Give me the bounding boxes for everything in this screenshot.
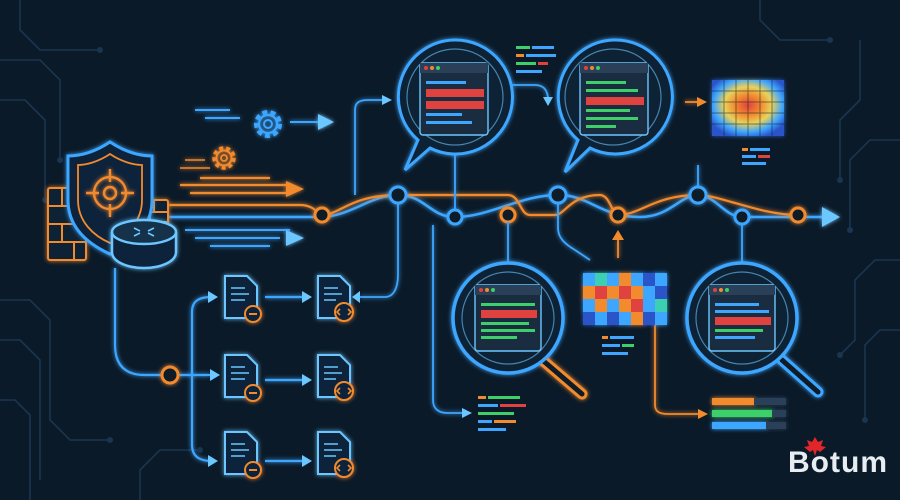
circuit-pads xyxy=(42,37,868,453)
node-orange xyxy=(499,206,517,224)
node-orange xyxy=(789,206,807,224)
pipeline-arrowhead xyxy=(822,207,840,227)
target-icon xyxy=(86,169,134,217)
connector-arrowheads xyxy=(352,95,708,419)
document-minus-icon xyxy=(224,354,262,402)
node-blue xyxy=(548,185,568,205)
router-icon xyxy=(110,218,178,270)
document-code-icon xyxy=(317,275,354,322)
branch-node xyxy=(160,365,180,385)
node-blue xyxy=(446,208,464,226)
code-snippet xyxy=(516,46,556,73)
gear-icon xyxy=(212,146,236,170)
node-orange xyxy=(609,206,627,224)
document-code-icon xyxy=(317,431,354,478)
code-window-icon xyxy=(419,62,489,136)
brand-logo: Botum xyxy=(788,446,888,479)
node-orange xyxy=(313,206,331,224)
heatmap-icon xyxy=(712,80,784,136)
code-snippet xyxy=(742,148,770,165)
code-window-icon xyxy=(579,62,649,136)
document-minus-icon xyxy=(224,431,262,479)
code-snippet xyxy=(478,396,526,431)
status-bars xyxy=(712,398,786,429)
document-minus-icon xyxy=(224,275,262,323)
heatmap-icon xyxy=(583,273,667,325)
node-blue xyxy=(733,208,751,226)
maple-leaf-icon xyxy=(804,437,826,456)
code-window-icon xyxy=(708,284,776,352)
stream-arrows xyxy=(180,109,334,247)
node-blue xyxy=(388,185,408,205)
branch-arrowheads xyxy=(208,291,312,467)
gear-icon xyxy=(254,110,282,138)
pipeline-nodes xyxy=(313,185,807,226)
code-snippet xyxy=(602,336,634,355)
node-blue xyxy=(688,185,708,205)
document-code-icon xyxy=(317,354,354,401)
code-window-icon xyxy=(474,284,542,352)
